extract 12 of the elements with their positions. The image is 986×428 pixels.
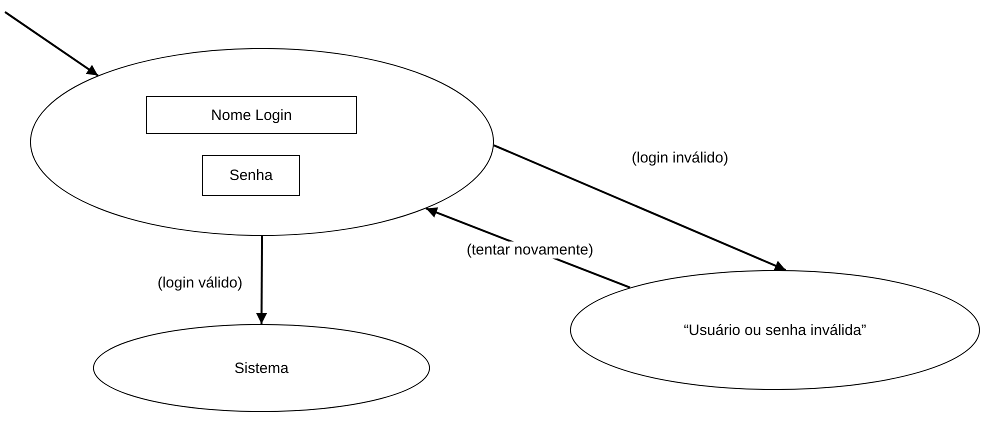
input-box xyxy=(202,155,300,196)
field-label: Senha xyxy=(229,167,273,184)
edge-label: (login inválido) xyxy=(630,150,730,166)
field-label: Nome Login xyxy=(211,106,292,124)
state-label: “Usuário ou senha inválida” xyxy=(684,322,866,338)
edge-label: (login válido) xyxy=(155,274,245,292)
arrow xyxy=(4,11,99,76)
edge-label: (tentar novamente) xyxy=(464,242,596,258)
state-label: Sistema xyxy=(234,360,289,376)
arrow xyxy=(256,236,268,324)
input-box xyxy=(146,96,357,134)
arrow xyxy=(493,144,786,271)
